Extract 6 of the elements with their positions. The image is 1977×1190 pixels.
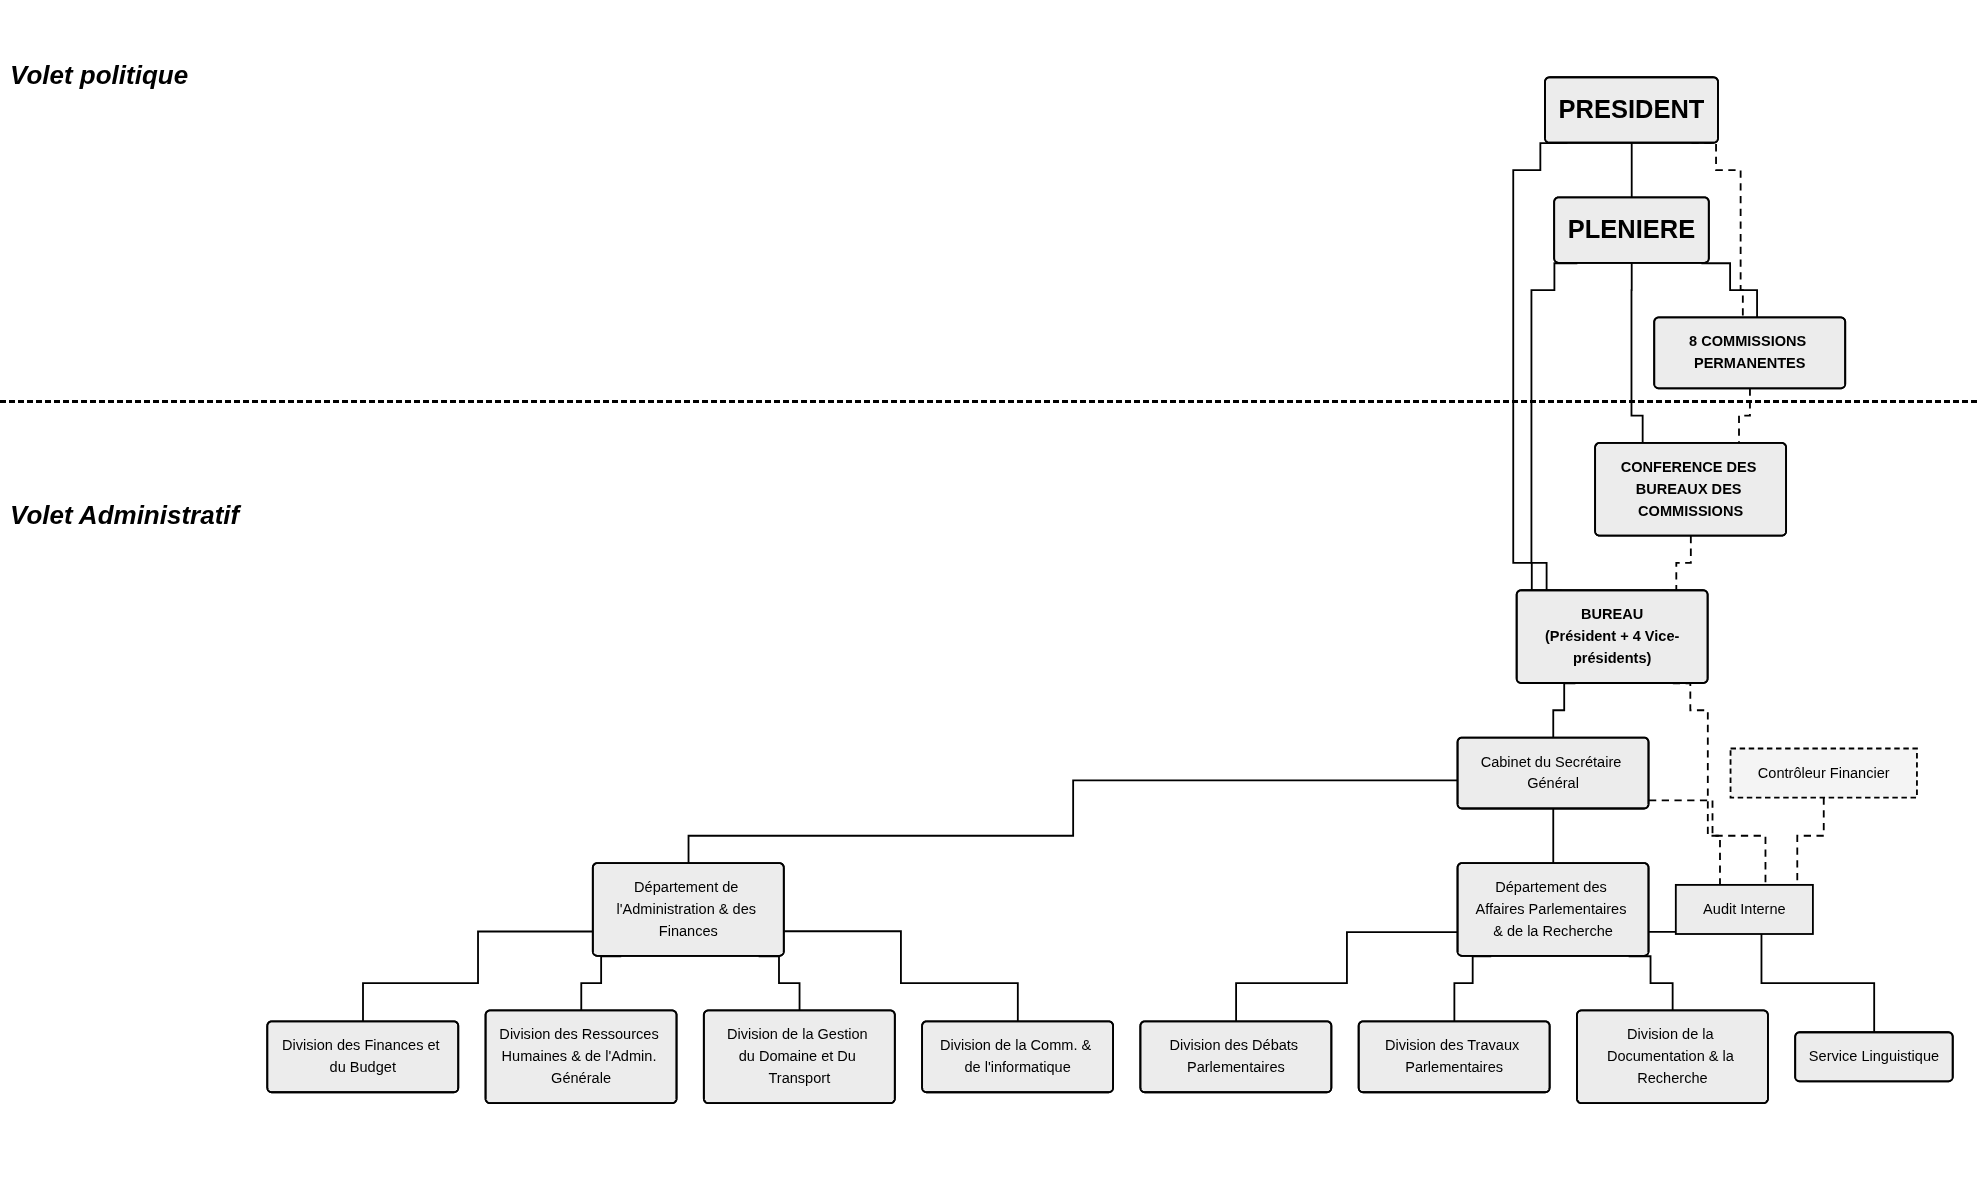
connector: [783, 930, 1019, 1023]
node-box: Audit Interne: [1674, 883, 1814, 935]
section-label: Volet politique: [10, 60, 189, 91]
node-box: Contrôleur Financier: [1729, 747, 1918, 799]
section-label: Volet Administratif: [10, 500, 240, 531]
connector: [1630, 142, 1633, 199]
